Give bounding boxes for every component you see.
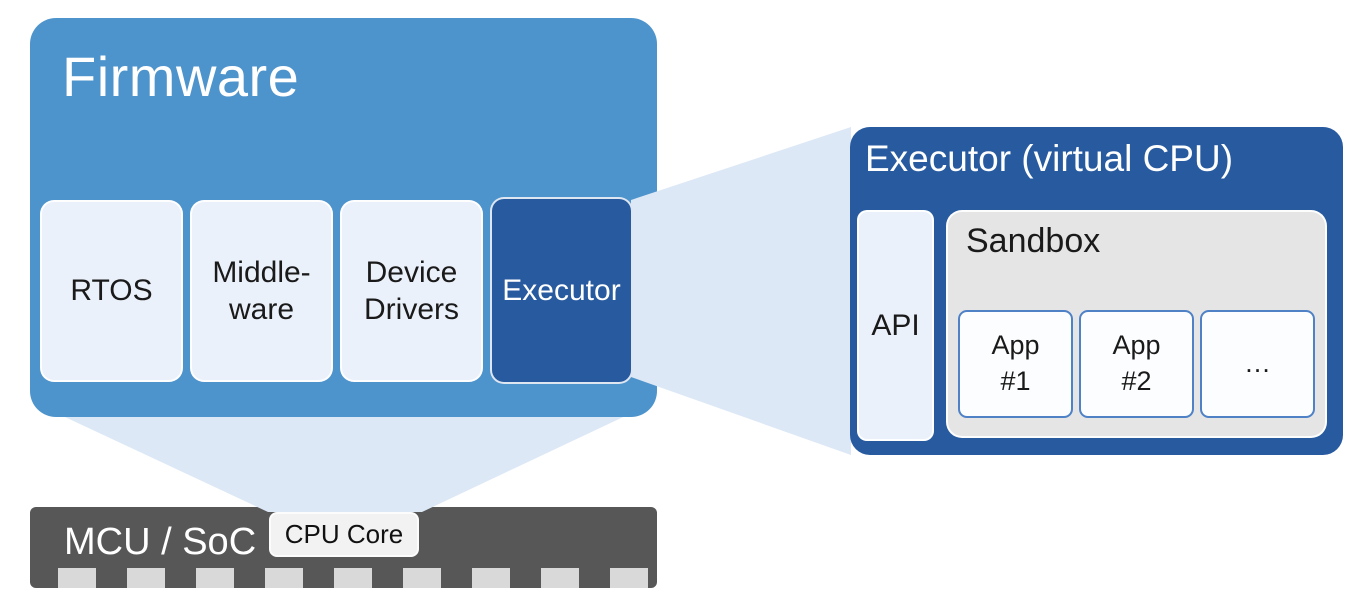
- layer-box-rtos: RTOS: [40, 200, 183, 382]
- chip-pin: [472, 568, 510, 588]
- chip-pin: [541, 568, 579, 588]
- layer-label-executor: Executor: [502, 273, 621, 307]
- layer-label-rtos: RTOS: [70, 274, 153, 308]
- chip-pin: [403, 568, 441, 588]
- app-row: App #1 App #2 …: [958, 310, 1315, 418]
- app-box-2: App #2: [1079, 310, 1194, 418]
- zoom-trapezoid-shape: [631, 127, 851, 455]
- layer-box-executor: Executor: [490, 197, 633, 384]
- chip-pin: [127, 568, 165, 588]
- app-label-1: App #1: [991, 330, 1040, 396]
- cpu-core-box: CPU Core: [269, 512, 419, 557]
- chip-pin: [265, 568, 303, 588]
- layer-box-middleware: Middle- ware: [190, 200, 333, 382]
- layer-label-middleware: Middle- ware: [212, 255, 311, 327]
- firmware-title: Firmware: [62, 45, 300, 108]
- app-box-ellipsis: …: [1200, 310, 1315, 418]
- executor-detail-panel: Executor (virtual CPU) API Sandbox App #…: [850, 127, 1343, 455]
- app-label-ellipsis: …: [1244, 348, 1271, 379]
- chip-pin: [610, 568, 648, 588]
- pin-row: [58, 568, 648, 588]
- mcu-soc-label: MCU / SoC: [64, 521, 257, 563]
- sandbox-title: Sandbox: [966, 222, 1101, 260]
- api-box: API: [857, 210, 934, 441]
- chip-pin: [334, 568, 372, 588]
- api-label: API: [871, 308, 920, 342]
- app-label-2: App #2: [1112, 330, 1161, 396]
- layer-label-device-drivers: Device Drivers: [364, 255, 459, 327]
- layer-box-device-drivers: Device Drivers: [340, 200, 483, 382]
- sandbox-box: Sandbox App #1 App #2 …: [946, 210, 1327, 438]
- cpu-core-label: CPU Core: [284, 519, 404, 549]
- executor-detail-title: Executor (virtual CPU): [865, 138, 1234, 179]
- funnel-shape: [50, 410, 638, 512]
- chip-pin: [196, 568, 234, 588]
- chip-pin: [58, 568, 96, 588]
- app-box-1: App #1: [958, 310, 1073, 418]
